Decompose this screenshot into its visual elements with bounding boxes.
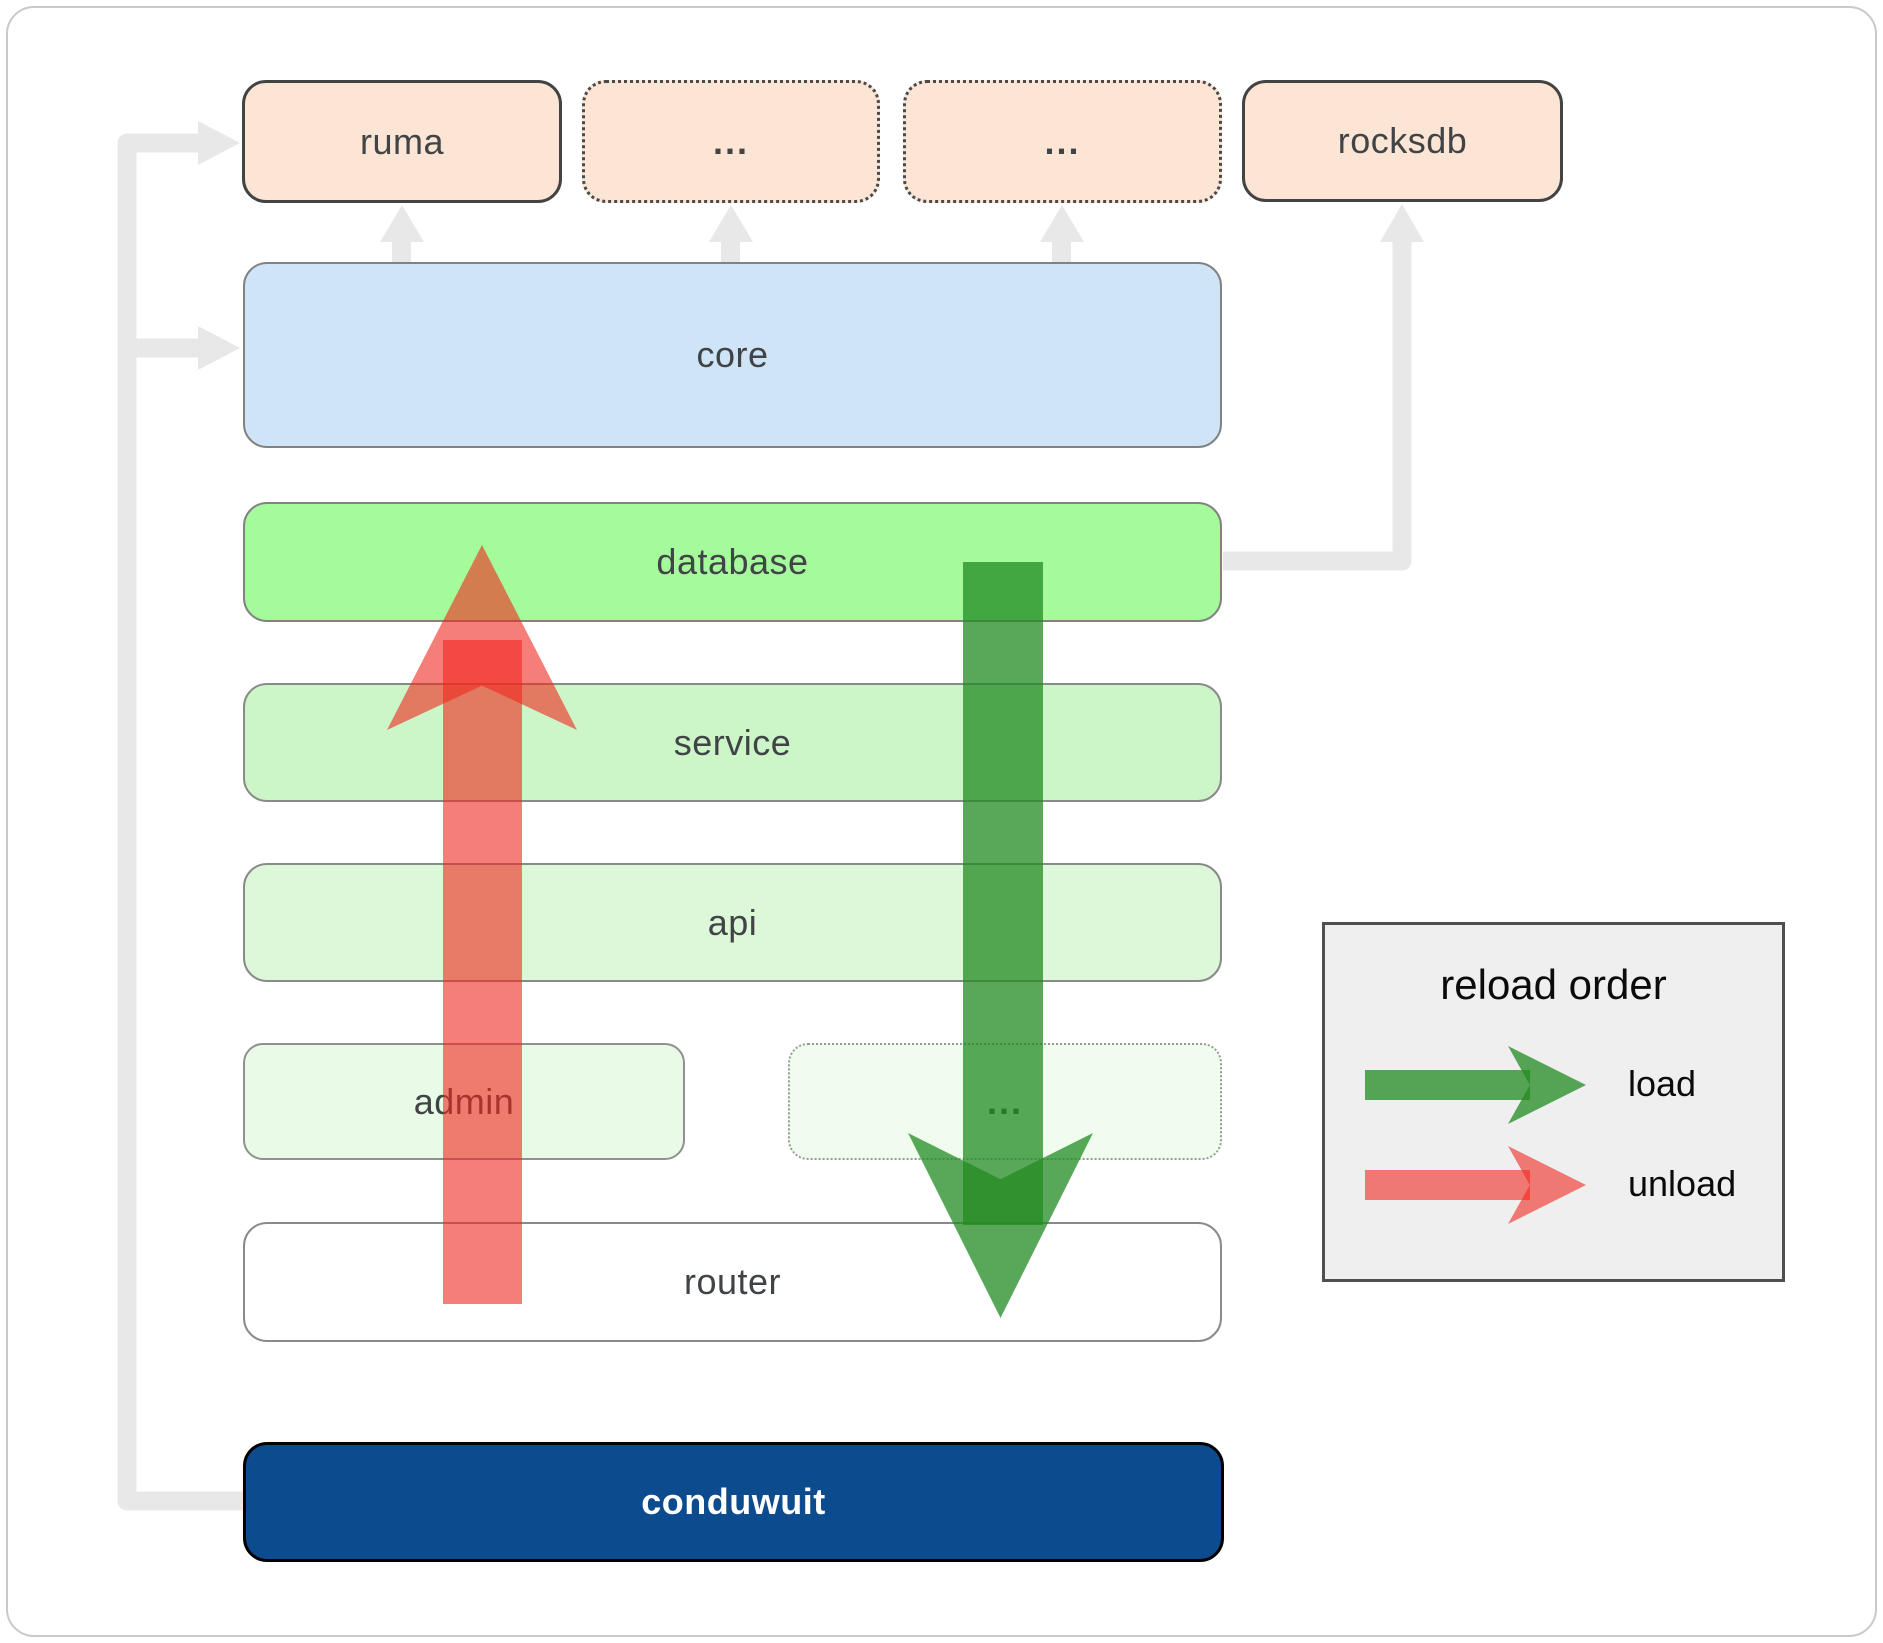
core-to-ellipsis1-arrowhead	[709, 205, 753, 242]
conduwuit-to-ruma-line	[117, 133, 243, 1511]
legend-unload-label: unload	[1628, 1163, 1737, 1204]
core-to-ellipsis2-shaft	[1052, 236, 1071, 264]
box-database-label: database	[656, 541, 809, 582]
box-core-label: core	[696, 334, 769, 375]
core-to-ruma-arrowhead	[380, 205, 424, 242]
unload-arrow-shaft	[443, 640, 522, 1304]
box-ruma-label: ruma	[359, 120, 445, 162]
load-arrow-shaft	[963, 562, 1043, 1225]
diagram-outer-frame	[6, 6, 1877, 1637]
unload-legend-arrow-shaft	[1365, 1170, 1530, 1200]
legend-load-label: load	[1628, 1063, 1697, 1104]
box-rocksdb: rocksdb	[1242, 80, 1563, 202]
box-database: database	[243, 502, 1222, 622]
core-to-ellipsis2-arrowhead	[1040, 205, 1084, 242]
legend-title: reload order	[1440, 961, 1667, 1008]
box-conduwuit-label: conduwuit	[641, 1481, 826, 1522]
arrowhead-into-ruma	[198, 121, 240, 165]
box-conduwuit: conduwuit	[243, 1442, 1224, 1562]
box-rocksdb-label: rocksdb	[1337, 120, 1468, 161]
box-api: api	[243, 863, 1222, 982]
legend: reload order load unload	[1322, 922, 1785, 1282]
box-router-label: router	[683, 1261, 782, 1302]
box-ruma: ruma	[242, 80, 562, 203]
database-to-rocksdb-line	[1223, 240, 1412, 571]
box-ellipsis-top-1-label: ...	[712, 120, 749, 162]
box-service: service	[243, 683, 1222, 802]
box-service-label: service	[673, 721, 792, 763]
box-api-label: api	[707, 901, 758, 943]
box-core: core	[243, 262, 1222, 448]
box-ellipsis-top-2: ...	[903, 80, 1222, 203]
core-to-ruma-shaft	[392, 236, 411, 264]
box-ellipsis-top-1: ...	[582, 80, 880, 203]
load-legend-arrow-shaft	[1365, 1070, 1530, 1100]
box-router: router	[243, 1222, 1222, 1342]
core-to-ellipsis1-shaft	[721, 236, 740, 264]
arrowhead-into-core	[198, 326, 240, 370]
arrowhead-into-rocksdb	[1380, 204, 1424, 242]
box-ellipsis-top-2-label: ...	[1044, 120, 1081, 162]
